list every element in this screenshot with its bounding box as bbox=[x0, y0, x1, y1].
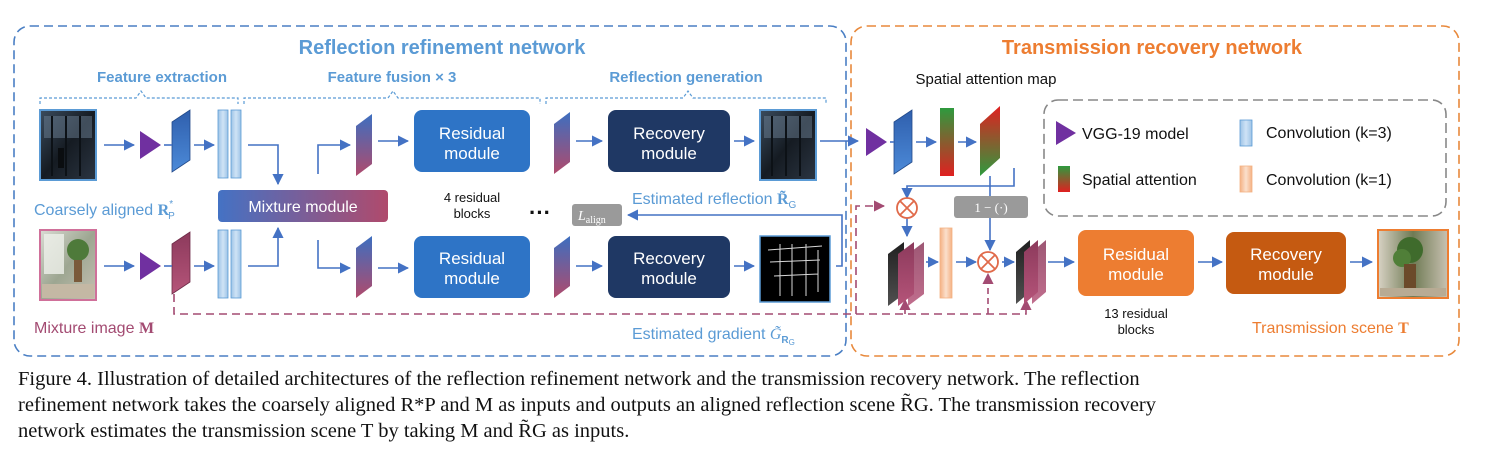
coarsely-aligned-reflection-image bbox=[39, 109, 97, 181]
mixture-dashed-path bbox=[173, 294, 1032, 315]
feature-fusion-brace bbox=[243, 89, 541, 104]
attention-bar bbox=[940, 108, 954, 176]
coarsely-aligned-label: Coarsely aligned R*P bbox=[34, 199, 175, 222]
transmission-network-frame bbox=[850, 25, 1460, 357]
transmission-scene-image bbox=[1377, 229, 1449, 299]
reflection-generation-brace bbox=[545, 89, 827, 104]
attention-legend-label: Spatial attention bbox=[1082, 172, 1197, 189]
vgg-legend-icon bbox=[1056, 121, 1076, 145]
one-minus-label: 1 − (·) bbox=[974, 200, 1007, 215]
feature-extraction-label: Feature extraction bbox=[97, 69, 227, 86]
attention-map-block bbox=[980, 106, 1000, 176]
conv3-legend-label: Convolution (k=3) bbox=[1266, 125, 1392, 142]
generation-conv-block-top bbox=[554, 112, 570, 174]
trn-recovery-module bbox=[1226, 232, 1346, 294]
transmission-scene-label: Transmission scene T bbox=[1252, 320, 1409, 337]
conv3-legend-icon bbox=[1239, 119, 1253, 147]
mixture-image-label: Mixture image M bbox=[34, 320, 154, 337]
legend-box bbox=[1043, 99, 1447, 217]
estimated-reflection-label: Estimated reflection R̃G bbox=[632, 189, 797, 212]
vgg-triangle-bottom bbox=[140, 252, 161, 280]
ellipsis: ··· bbox=[529, 200, 551, 225]
figure-caption: Figure 4. Illustration of detailed archi… bbox=[18, 366, 1480, 444]
trn-residual-module bbox=[1078, 230, 1194, 296]
reflection-generation-label: Reflection generation bbox=[609, 69, 762, 86]
mixture-image bbox=[39, 229, 97, 301]
caption-line-1: Figure 4. Illustration of detailed archi… bbox=[18, 368, 1140, 390]
estimated-reflection-image bbox=[759, 109, 817, 181]
feature-fusion-label: Feature fusion × 3 bbox=[328, 69, 457, 86]
stacked-feature-blocks-right bbox=[1016, 240, 1046, 304]
conv1-legend-label: Convolution (k=1) bbox=[1266, 172, 1392, 189]
feature-extraction-brace bbox=[39, 89, 239, 104]
mixture-module-box bbox=[218, 190, 388, 222]
architecture-diagram: Reflection refinement network Transmissi… bbox=[13, 25, 1460, 357]
attention-legend-icon bbox=[1058, 166, 1070, 192]
conv1-bar bbox=[939, 227, 953, 299]
conv3-bars-bottom bbox=[217, 229, 242, 299]
estimated-gradient-label: Estimated gradient G̃RG bbox=[632, 325, 795, 347]
residual-module-top bbox=[414, 110, 530, 172]
transmission-network-title: Transmission recovery network bbox=[1002, 37, 1303, 59]
align-loss-label: Lalign bbox=[577, 209, 606, 226]
reflection-network-title: Reflection refinement network bbox=[299, 37, 587, 59]
recovery-module-top bbox=[608, 110, 730, 172]
trn-conv-block bbox=[893, 109, 913, 175]
residual-module-bottom bbox=[414, 236, 530, 298]
mixture-module-label: Mixture module bbox=[248, 199, 357, 216]
reflection-network-frame bbox=[13, 25, 847, 357]
conv1-legend-icon bbox=[1239, 165, 1253, 193]
trn-vgg-triangle bbox=[866, 128, 887, 156]
caption-line-2: refinement network takes the coarsely al… bbox=[18, 394, 1157, 416]
spatial-attention-map-label: Spatial attention map bbox=[916, 71, 1057, 88]
multiply-node-top bbox=[896, 197, 918, 219]
caption-line-3: network estimates the transmission scene… bbox=[18, 420, 630, 442]
mixture-dashed-path-branch bbox=[855, 200, 886, 314]
fusion-conv-block-bottom bbox=[356, 236, 372, 298]
rrn-arrows bbox=[104, 135, 860, 274]
estimated-gradient-image bbox=[759, 235, 831, 303]
recovery-module-bottom bbox=[608, 236, 730, 298]
vgg-triangle-top bbox=[140, 131, 161, 159]
conv3-bars-top bbox=[217, 109, 242, 179]
multiply-node-bottom bbox=[977, 251, 999, 273]
conv-block-bottom bbox=[171, 231, 191, 295]
trn-arrows bbox=[890, 136, 1374, 268]
fusion-conv-block-top bbox=[356, 114, 372, 176]
align-loss-badge bbox=[572, 204, 622, 226]
vgg-legend-label: VGG-19 model bbox=[1082, 126, 1189, 143]
generation-conv-block-bottom bbox=[554, 236, 570, 298]
conv-block-top bbox=[171, 109, 191, 173]
one-minus-badge bbox=[954, 196, 1028, 218]
stacked-feature-blocks-left bbox=[888, 242, 924, 306]
